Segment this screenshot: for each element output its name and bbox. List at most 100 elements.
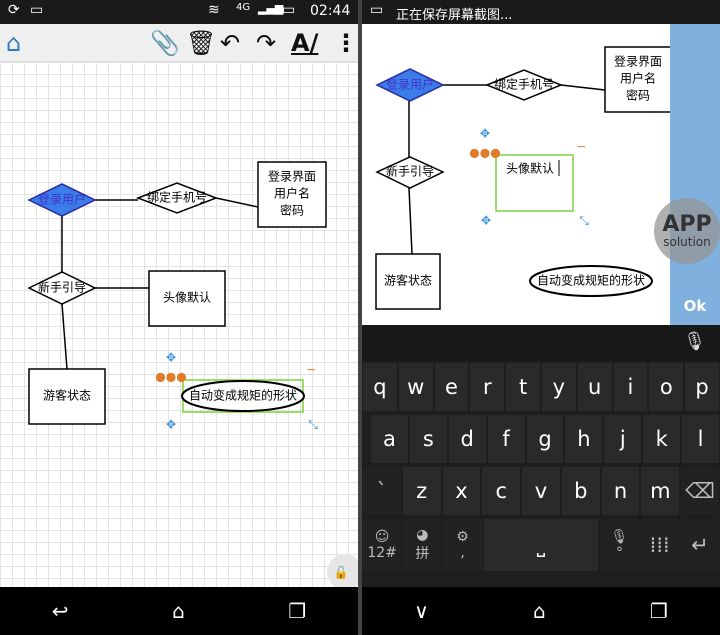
- ok-button[interactable]: Ok: [683, 297, 707, 315]
- guest-label: 游客状态: [43, 388, 91, 403]
- auto-shape-node[interactable]: [181, 380, 305, 412]
- watermark: APP solution: [654, 198, 720, 264]
- resize-icon[interactable]: ⤡: [308, 418, 318, 432]
- microphone-icon[interactable]: 🎙: [683, 331, 706, 352]
- move-icon[interactable]: ✥: [480, 127, 490, 141]
- key-h[interactable]: h: [565, 415, 603, 463]
- back-icon[interactable]: ↩: [51, 599, 69, 623]
- status-bar: ▭ 正在保存屏幕截图...: [362, 0, 720, 24]
- login-box-line: 登录界面: [268, 169, 316, 184]
- emoji-key[interactable]: ☺12#: [363, 519, 402, 571]
- key-w[interactable]: w: [398, 363, 433, 411]
- auto-shape-node[interactable]: [529, 265, 653, 297]
- key-q[interactable]: q: [363, 363, 397, 411]
- login-box-line: 用户名: [620, 71, 656, 86]
- key-g[interactable]: g: [526, 415, 564, 463]
- key-j[interactable]: j: [604, 415, 642, 463]
- voice-key-sub: °: [615, 545, 623, 561]
- login-user-label: 登录用户: [386, 77, 434, 92]
- text-style-icon[interactable]: A/: [291, 29, 319, 57]
- layout-key[interactable]: ⁞⁞⁞: [640, 519, 679, 571]
- move-icon[interactable]: ✥: [166, 351, 176, 365]
- login-box-line: 密码: [626, 88, 650, 103]
- key-d[interactable]: d: [448, 415, 486, 463]
- key-a[interactable]: a: [371, 415, 408, 463]
- language-key-sub: 拼: [415, 546, 430, 562]
- bind-phone-node[interactable]: [135, 182, 219, 214]
- battery-icon: ▭: [282, 2, 296, 18]
- clock: 02:44: [310, 3, 351, 19]
- key-s[interactable]: s: [409, 415, 447, 463]
- microphone-icon: 🎙: [610, 529, 629, 545]
- nav-bar: ∨ ⌂ ❐: [362, 587, 720, 635]
- key-n[interactable]: n: [601, 467, 640, 515]
- guest-node[interactable]: [375, 253, 441, 310]
- redo-icon[interactable]: ↷: [256, 29, 277, 57]
- wifi-icon: ≋: [208, 2, 220, 18]
- key-o[interactable]: o: [649, 363, 684, 411]
- key-f[interactable]: f: [487, 415, 525, 463]
- key-k[interactable]: k: [643, 415, 681, 463]
- minus-icon[interactable]: −: [306, 363, 316, 377]
- key-backtick[interactable]: `: [363, 467, 401, 515]
- login-user-node[interactable]: [27, 183, 97, 217]
- recents-icon[interactable]: ❐: [288, 599, 307, 623]
- key-m[interactable]: m: [641, 467, 680, 515]
- key-z[interactable]: z: [402, 467, 441, 515]
- auto-shape-label: 自动变成规矩的形状: [189, 388, 297, 403]
- backspace-key[interactable]: ⌫: [681, 467, 720, 515]
- key-l[interactable]: l: [682, 415, 720, 463]
- home-nav-icon[interactable]: ⌂: [532, 599, 546, 623]
- space-key[interactable]: ⎵: [483, 519, 599, 571]
- key-v[interactable]: v: [522, 467, 560, 515]
- undo-icon[interactable]: ↶: [220, 29, 241, 57]
- key-i[interactable]: i: [613, 363, 648, 411]
- settings-key[interactable]: ⚙,: [443, 519, 482, 571]
- home-icon[interactable]: ⌂: [6, 29, 22, 57]
- dots-icon[interactable]: ●●●: [155, 370, 186, 384]
- key-x[interactable]: x: [442, 467, 481, 515]
- move-icon[interactable]: ✥: [481, 214, 491, 228]
- trash-icon[interactable]: 🗑: [186, 29, 217, 57]
- dots-icon[interactable]: ●●●: [469, 146, 500, 160]
- enter-key[interactable]: ↵: [680, 519, 719, 571]
- minus-icon[interactable]: −: [576, 140, 586, 154]
- key-y[interactable]: y: [541, 363, 576, 411]
- new-guide-node[interactable]: [375, 156, 445, 189]
- key-b[interactable]: b: [561, 467, 600, 515]
- login-user-node[interactable]: [375, 68, 445, 102]
- key-r[interactable]: r: [470, 363, 505, 411]
- language-key[interactable]: ◕拼: [403, 519, 442, 571]
- globe-icon: ◕: [416, 527, 429, 543]
- guest-label: 游客状态: [384, 273, 432, 288]
- key-e[interactable]: e: [434, 363, 469, 411]
- avatar-node-editing[interactable]: [495, 154, 574, 212]
- key-c[interactable]: c: [482, 467, 521, 515]
- bind-phone-node[interactable]: [485, 69, 563, 101]
- diagram: 登录用户 绑定手机号 登录界面 用户名 密码 新手引导 头像默认 游客状态 自动…: [375, 46, 672, 310]
- voice-key[interactable]: 🎙°: [600, 519, 639, 571]
- bind-phone-label: 绑定手机号: [494, 77, 554, 92]
- unlock-icon[interactable]: 🔓: [334, 566, 349, 580]
- ok-panel: Ok: [670, 24, 720, 325]
- login-user-label: 登录用户: [38, 192, 86, 207]
- avatar-node[interactable]: [148, 270, 226, 327]
- key-u[interactable]: u: [577, 363, 612, 411]
- guest-node[interactable]: [28, 368, 106, 425]
- sync-icon: ⟳: [8, 2, 20, 18]
- new-guide-node[interactable]: [27, 271, 97, 305]
- more-icon[interactable]: ⋮: [334, 29, 358, 57]
- key-t[interactable]: t: [506, 363, 540, 411]
- home-nav-icon[interactable]: ⌂: [172, 599, 185, 623]
- recents-icon[interactable]: ❐: [649, 599, 668, 623]
- key-p[interactable]: p: [685, 363, 719, 411]
- attach-file-icon[interactable]: 📎: [150, 29, 180, 57]
- login-box-node[interactable]: [257, 161, 327, 228]
- keyboard-suggestion-bar: 🎙: [362, 325, 720, 361]
- resize-icon[interactable]: ⤡: [579, 214, 589, 228]
- watermark-line1: APP: [662, 212, 712, 237]
- avatar-label: 头像默认: [163, 290, 211, 305]
- move-icon[interactable]: ✥: [166, 418, 176, 432]
- settings-key-sub: ,: [460, 545, 465, 561]
- hide-keyboard-icon[interactable]: ∨: [414, 599, 429, 623]
